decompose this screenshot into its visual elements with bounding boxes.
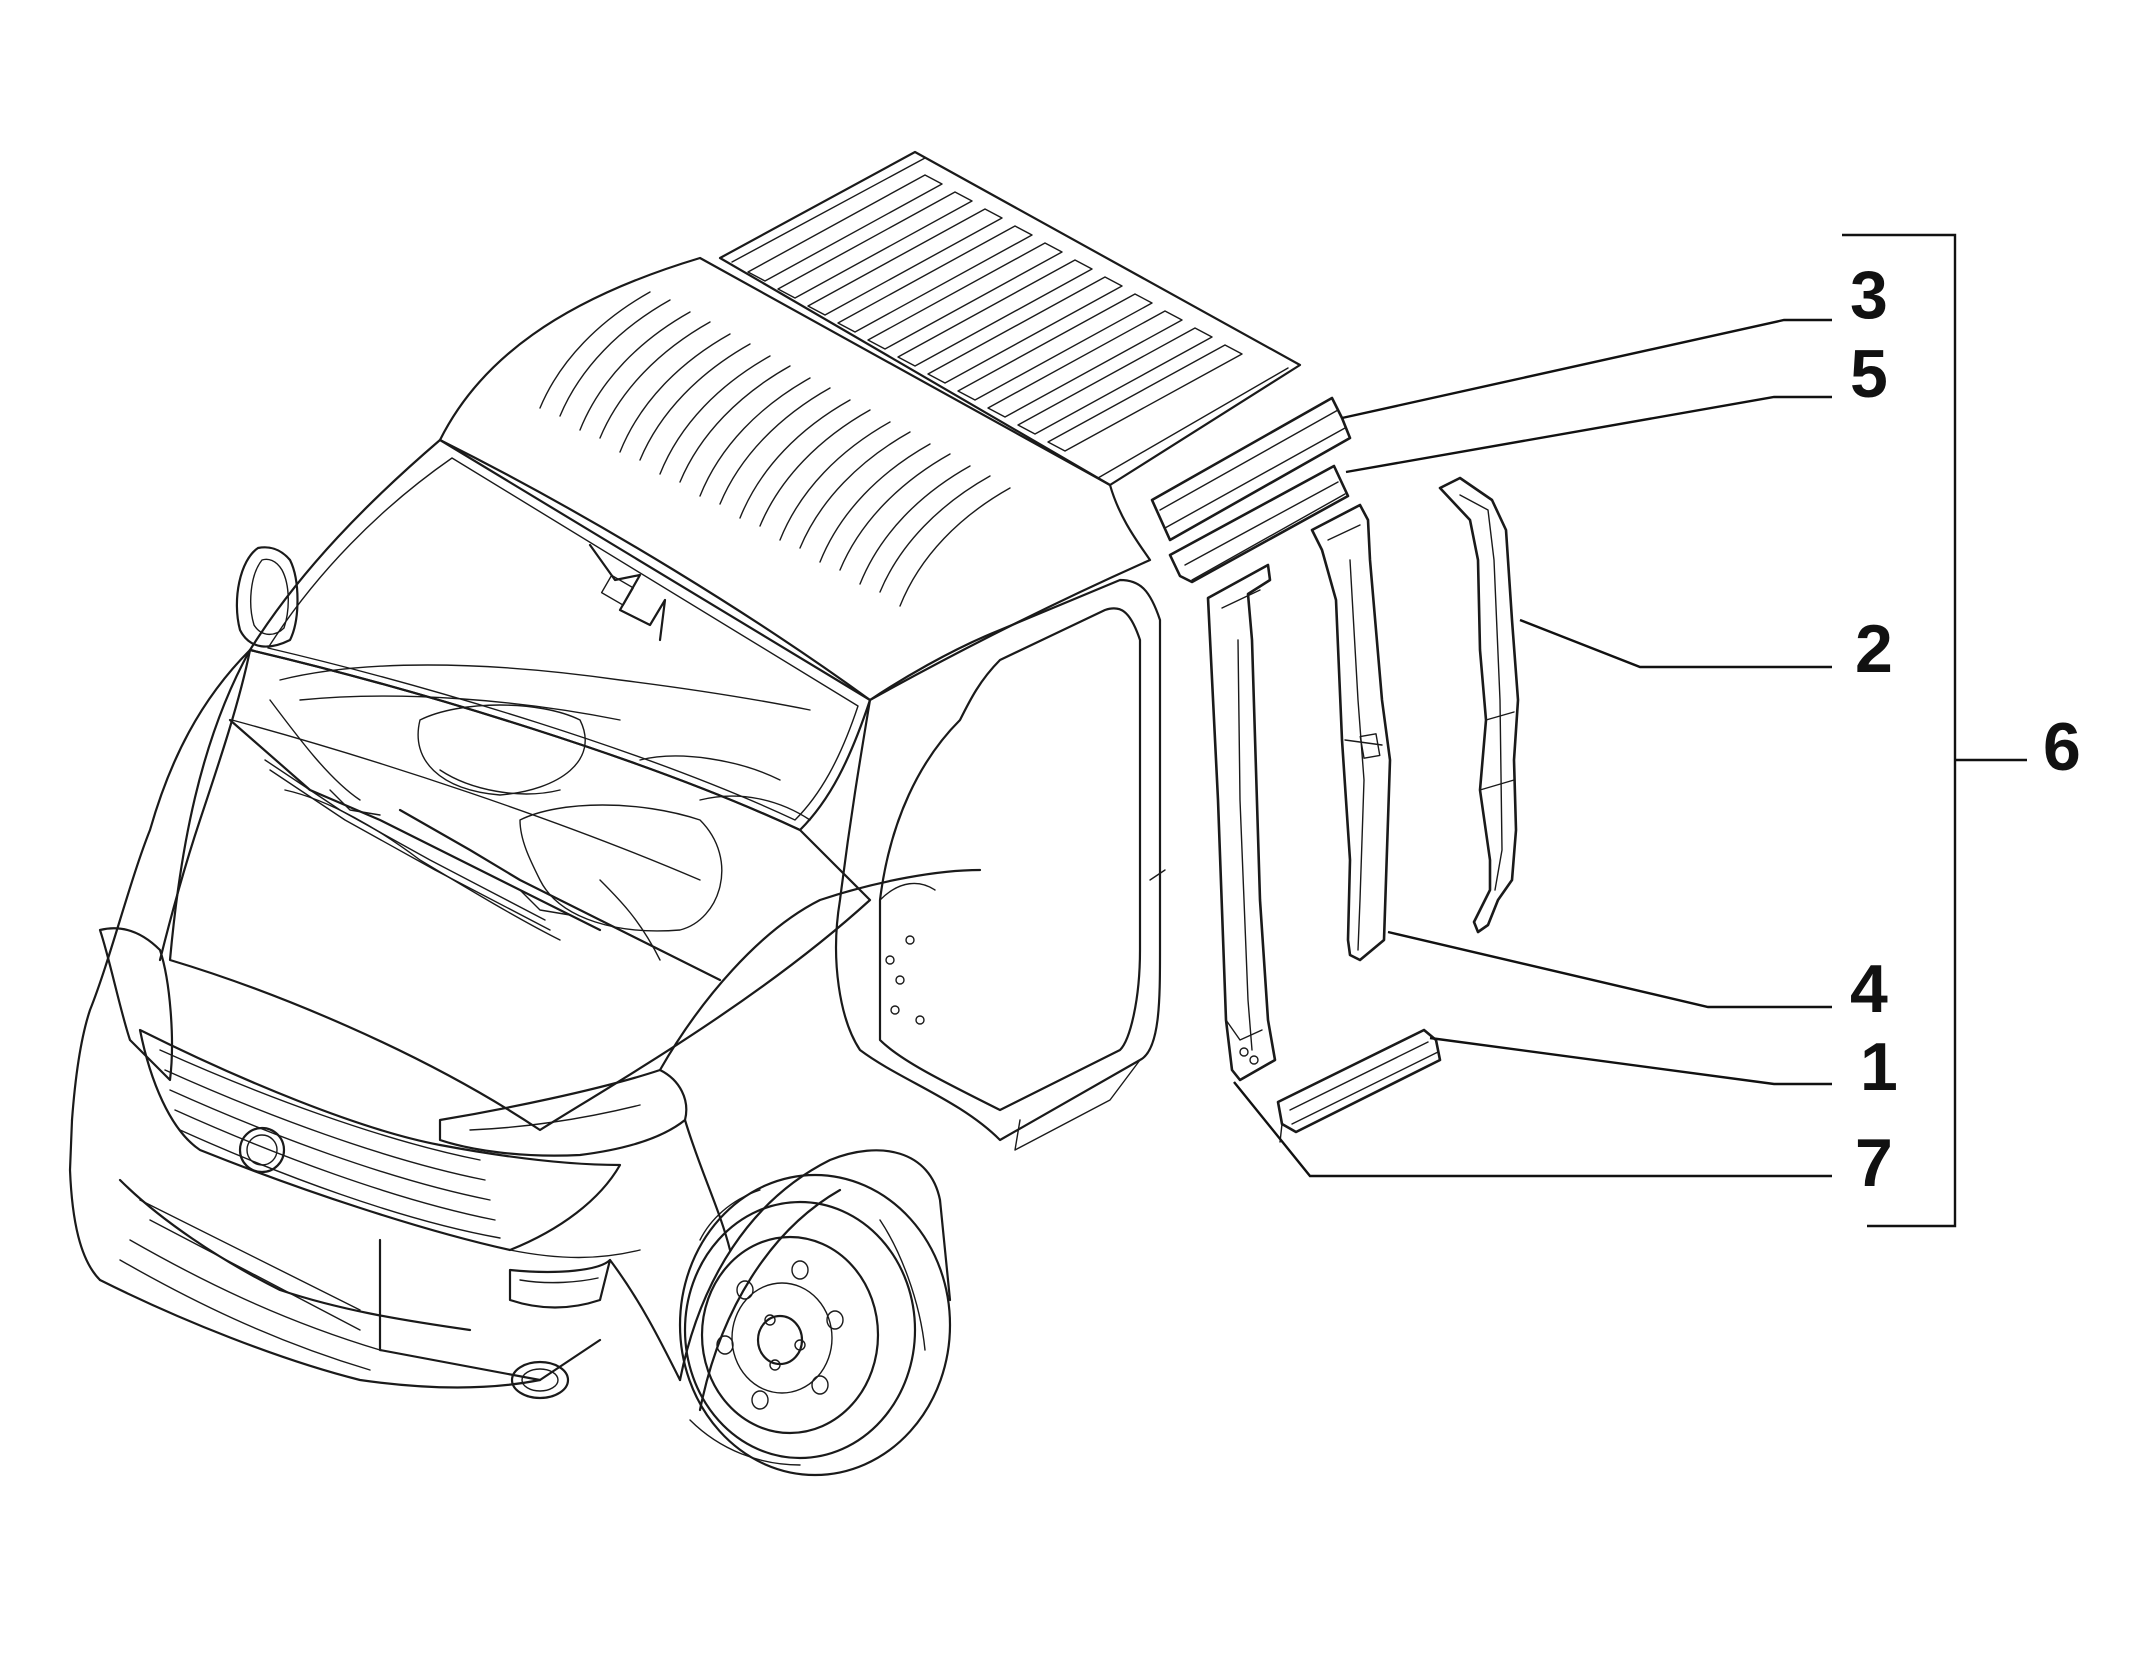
callout-4: 4 — [1850, 951, 1888, 1027]
callout-5: 5 — [1850, 336, 1888, 412]
leader-4 — [1387, 930, 1832, 1009]
part-1-sill — [1276, 1028, 1442, 1143]
part-3-roof-header — [1150, 396, 1352, 542]
cab-roof — [438, 256, 1152, 702]
leader-lines — [1233, 233, 2027, 1228]
part-5-header-inner — [1168, 464, 1350, 584]
part-4-b-pillar — [1310, 503, 1392, 962]
callout-7: 7 — [1855, 1125, 1893, 1201]
part-7-a-pillar — [1206, 563, 1277, 1082]
group-bracket-6 — [1842, 233, 1957, 1228]
callout-labels: 3 5 2 6 4 1 7 — [1850, 257, 2081, 1201]
front-wheel — [678, 1149, 952, 1477]
windshield — [248, 438, 872, 932]
callout-2: 2 — [1855, 611, 1893, 687]
hood — [168, 648, 872, 1132]
leader-7 — [1233, 1081, 1832, 1178]
leader-2 — [1519, 618, 1832, 669]
rear-roof-panel — [718, 150, 1302, 487]
door-opening — [835, 578, 1166, 1151]
van-body — [68, 648, 982, 1400]
leader-1 — [1429, 1036, 1832, 1086]
part-2-c-pillar — [1438, 476, 1520, 934]
leader-5 — [1345, 395, 1832, 474]
leader-3 — [1341, 318, 1832, 420]
left-side-mirror — [235, 546, 299, 648]
callout-3: 3 — [1850, 257, 1888, 333]
callout-6: 6 — [2043, 709, 2081, 785]
van-illustration — [68, 150, 1302, 1477]
callout-1: 1 — [1860, 1029, 1898, 1105]
